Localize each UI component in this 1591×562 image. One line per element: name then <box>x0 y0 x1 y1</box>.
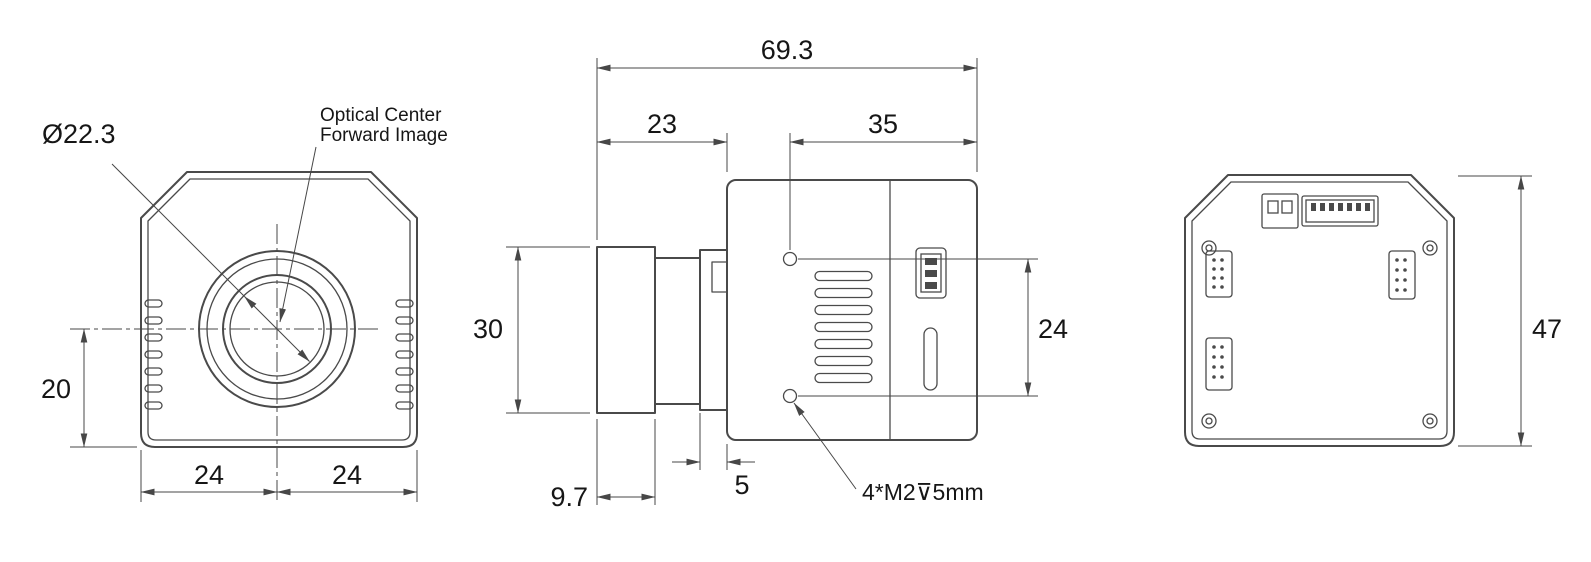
dim-body-height: 47 <box>1532 314 1562 344</box>
side-slot <box>923 327 938 391</box>
front-body-outline <box>140 171 418 448</box>
front-body-inner-outline <box>147 178 411 441</box>
dim-lens-diameter: Ø22.3 <box>42 119 116 149</box>
side-screw-hole-bottom <box>782 388 798 404</box>
rear-top-connector-small <box>1261 193 1299 229</box>
side-body-tab <box>711 261 728 293</box>
front-left-fins <box>144 299 163 410</box>
rear-right-connector <box>1388 250 1416 300</box>
dim-overall-length: 69.3 <box>761 35 814 65</box>
side-body <box>726 179 978 441</box>
dim-flange-length: 5 <box>734 470 749 500</box>
screw-note-leader <box>793 402 857 490</box>
side-lens-barrel <box>654 257 701 405</box>
dim-bottom-right: 24 <box>332 460 362 490</box>
rear-left-connector-bottom <box>1205 337 1233 391</box>
side-connector <box>915 247 947 299</box>
rear-screw-holes <box>1201 240 1438 429</box>
side-screw-hole-top <box>782 251 798 267</box>
label-optical-center-line1: Optical Center <box>320 105 442 126</box>
optical-center-leader <box>279 146 317 323</box>
label-optical-center-line2: Forward Image <box>320 125 448 146</box>
side-lens-cap <box>596 246 656 414</box>
side-vent-slots <box>814 270 873 384</box>
side-lens-flange <box>699 249 728 411</box>
diameter-leader-extension <box>111 163 245 297</box>
dim-lens-height: 30 <box>473 314 503 344</box>
diameter-chord <box>244 296 310 362</box>
rear-body-inner-outline <box>1191 181 1448 440</box>
dim-bottom-left: 24 <box>194 460 224 490</box>
dim-cap-length: 9.7 <box>550 482 588 512</box>
rear-top-connector-large <box>1301 195 1379 227</box>
side-view: 69.3 23 35 30 9.7 5 24 4*M2⊽5mm <box>473 35 1068 512</box>
dim-lens-length: 23 <box>647 109 677 139</box>
front-right-fins <box>395 299 414 410</box>
front-view: Ø22.3 Optical Center Forward Image 20 24… <box>41 105 448 502</box>
rear-body-outline <box>1184 174 1455 447</box>
rear-view: 47 <box>1184 174 1562 447</box>
rear-left-connector-top <box>1205 250 1233 298</box>
label-screw-note: 4*M2⊽5mm <box>862 479 984 505</box>
dim-screw-spacing: 24 <box>1038 314 1068 344</box>
dim-center-height: 20 <box>41 374 71 404</box>
dim-rear-length: 35 <box>868 109 898 139</box>
